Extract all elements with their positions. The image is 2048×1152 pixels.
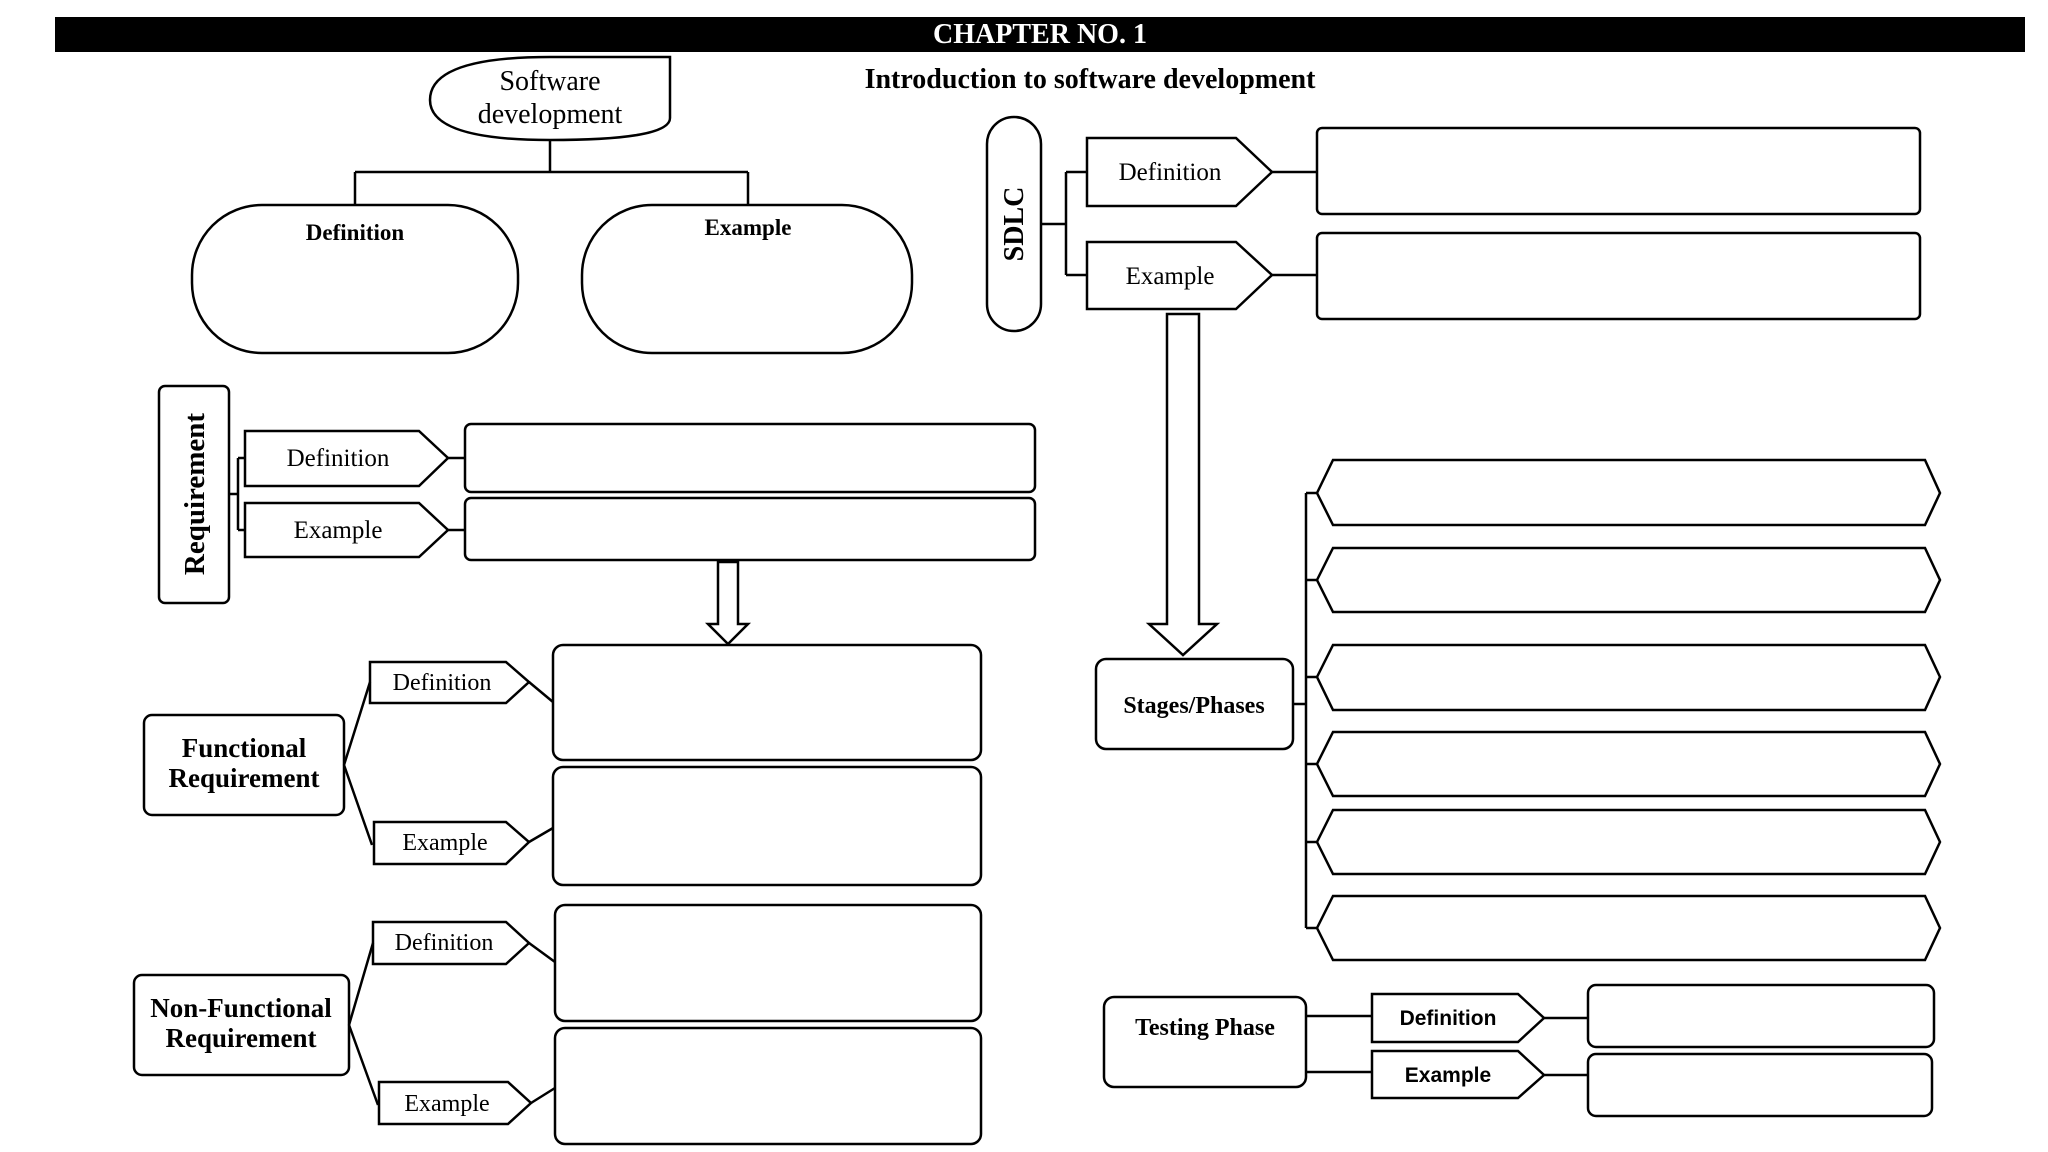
sdlc-connector [1041,170,1087,277]
tp-example-answer-box [1586,1052,1934,1118]
sd-definition-box [190,203,520,355]
functional-label-line2: Requirement [169,763,320,793]
sdlc-example-tag [1085,240,1274,311]
page-subtitle: Introduction to software development [864,64,1316,95]
sd-definition-label: Definition [306,220,405,245]
testing-box [1102,995,1308,1089]
tp-definition-answer-box [1586,983,1936,1049]
functional-label-line1: Functional [182,733,307,763]
sd-title-line1: Software [499,66,600,97]
tp-example-label: Example [1405,1064,1491,1087]
req-definition-tag [243,429,450,488]
requirement-label: Requirement [179,413,211,576]
stage-6-box [1315,894,1942,962]
chapter-header: CHAPTER NO. 1 [55,17,2025,52]
stages-connector [1293,491,1317,930]
req-definition-label: Definition [287,445,390,472]
tp-example-tag [1370,1049,1546,1100]
nfr-links [528,941,556,1105]
sdlc-definition-tag [1085,136,1274,208]
stage-2-box [1315,546,1942,614]
req-example-label: Example [294,517,383,544]
sd-example-box [580,203,914,355]
req-example-tag [243,501,450,559]
nfr-example-label: Example [404,1091,489,1117]
sdlc-example-label: Example [1126,263,1215,290]
req-links [448,456,465,532]
stages-label: Stages/Phases [1123,693,1264,719]
testing-label: Testing Phase [1135,1015,1275,1041]
testing-connectors [1306,1014,1372,1074]
fr-example-answer-box [551,765,983,887]
sdlc-label: SDLC [999,187,1030,262]
stage-1-box [1315,458,1942,527]
sdlc-down-arrow [1145,312,1221,657]
sdlc-links [1272,170,1317,277]
tp-definition-label: Definition [1400,1007,1497,1030]
tp-definition-tag [1370,992,1546,1044]
sdlc-definition-answer-box [1315,126,1922,216]
functional-connectors [342,681,374,846]
fr-example-tag [372,820,531,866]
non-functional-label-line1: Non-Functional [150,993,332,1023]
software-development-oval [428,55,672,142]
nfr-definition-answer-box [553,903,983,1023]
sdlc-example-answer-box [1315,231,1922,321]
non-functional-connectors [347,942,380,1106]
nfr-definition-tag [371,920,531,966]
non-functional-label-line2: Requirement [166,1023,317,1053]
fr-links [528,681,554,844]
sd-title-line2: development [478,99,623,130]
stage-5-box [1315,808,1942,876]
req-down-arrow [704,560,752,646]
req-definition-answer-box [463,422,1037,494]
sd-example-label: Example [705,215,792,240]
sdlc-definition-label: Definition [1119,159,1222,186]
stage-3-box [1315,643,1942,712]
nfr-example-tag [377,1080,533,1126]
nfr-example-answer-box [553,1026,983,1146]
sd-connector [353,140,750,205]
req-example-answer-box [463,496,1037,562]
stage-4-box [1315,730,1942,798]
fr-definition-tag [368,660,531,705]
requirement-connector [229,456,245,532]
fr-example-label: Example [402,830,487,856]
nfr-definition-label: Definition [395,930,494,956]
tp-links [1544,1016,1588,1077]
fr-definition-label: Definition [393,670,492,696]
fr-definition-answer-box [551,643,983,762]
